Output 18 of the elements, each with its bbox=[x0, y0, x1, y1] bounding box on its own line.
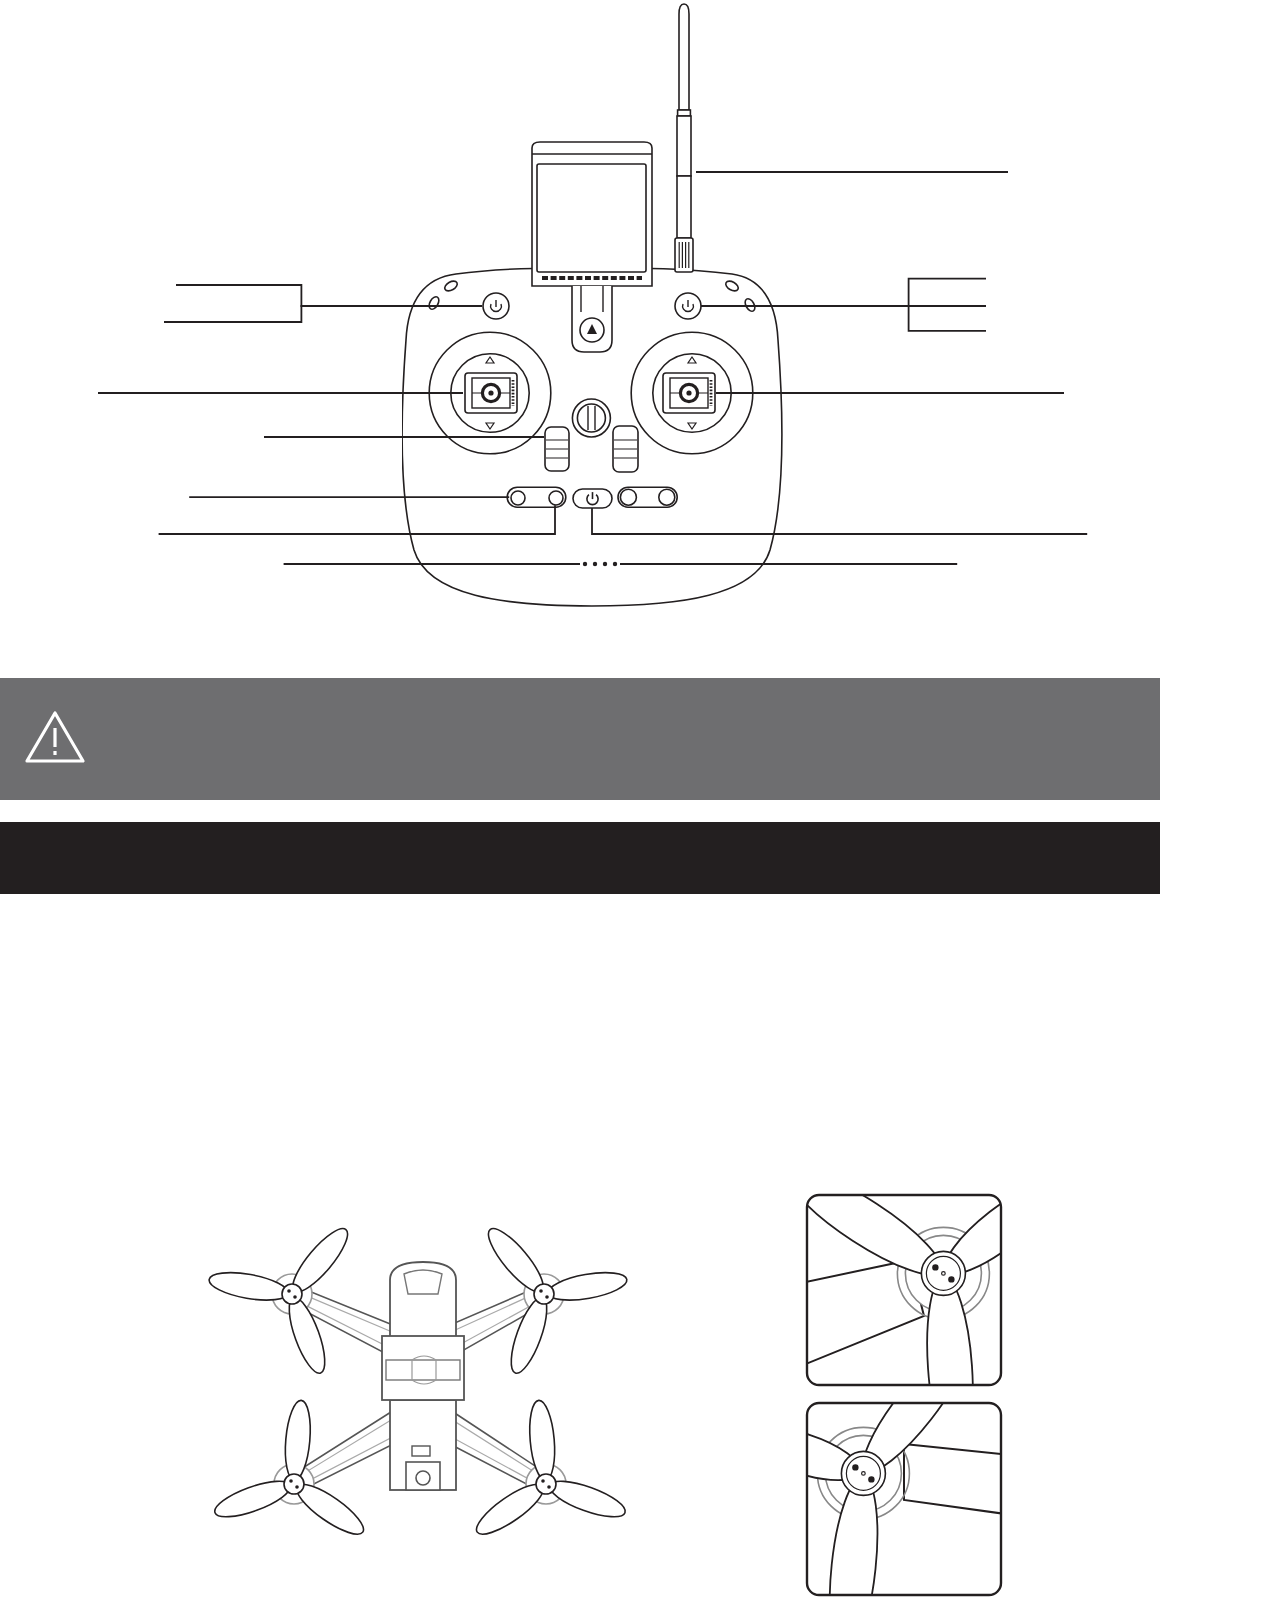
leader-line bbox=[188, 496, 511, 499]
leader-line bbox=[695, 171, 1009, 173]
leader-line bbox=[157, 504, 556, 535]
indicator-lights bbox=[580, 560, 620, 568]
leader-line bbox=[591, 507, 1089, 535]
function-button bbox=[509, 489, 526, 506]
leader-line bbox=[715, 392, 1065, 394]
control-stick bbox=[463, 372, 517, 414]
dial-wheel bbox=[544, 426, 570, 472]
power-button bbox=[571, 487, 612, 508]
shoulder-button bbox=[482, 292, 510, 320]
leader-line bbox=[619, 563, 959, 565]
control-stick bbox=[662, 372, 716, 414]
leader-line bbox=[282, 563, 581, 565]
leader-line bbox=[97, 392, 464, 394]
shoulder-button bbox=[673, 292, 702, 320]
function-button bbox=[547, 489, 563, 506]
antenna bbox=[672, 2, 696, 274]
